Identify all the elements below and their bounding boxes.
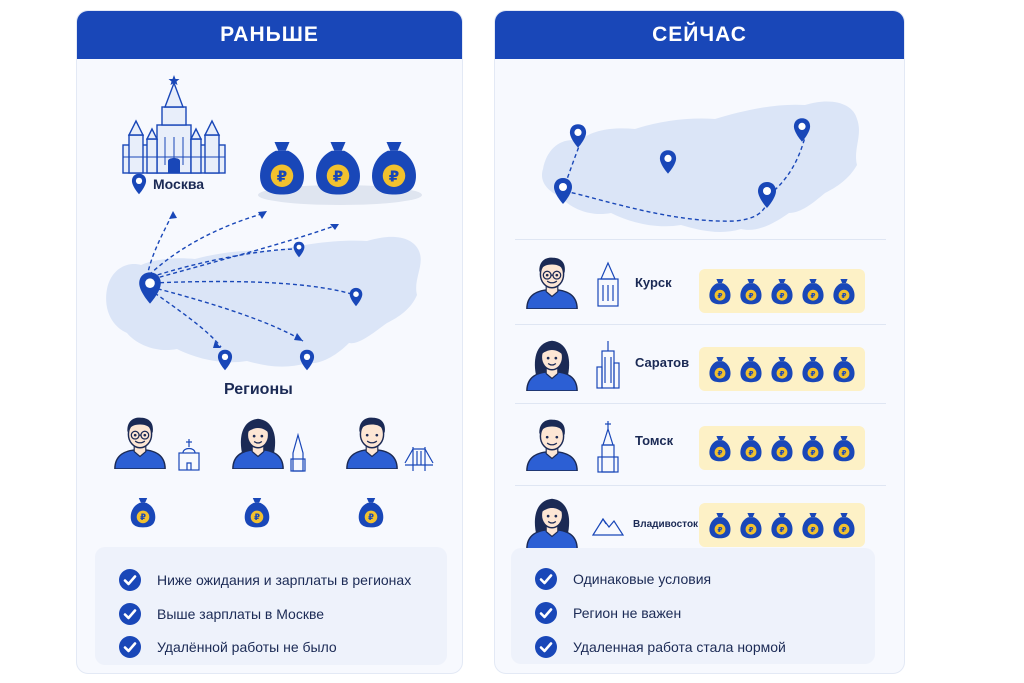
money-bag-icon	[130, 498, 156, 528]
mountains-icon	[591, 517, 625, 536]
money-bag-icon	[802, 279, 824, 305]
money-bag-icon	[740, 357, 762, 383]
check-item: Выше зарплаты в Москве	[119, 603, 324, 625]
before-panel: РАНЬШЕ Москва	[76, 10, 463, 674]
person-icon	[523, 413, 581, 471]
kremlin-icon	[122, 75, 226, 174]
money-bag-icon	[740, 436, 762, 462]
money-bag-icon	[740, 513, 762, 539]
check-icon	[119, 636, 141, 658]
money-strip	[699, 503, 865, 547]
check-item: Ниже ожидания и зарплаты в регионах	[119, 569, 411, 591]
russia-map-arrows	[106, 211, 421, 371]
now-header: СЕЙЧАС	[495, 11, 904, 59]
money-bag-icon	[709, 357, 731, 383]
money-strip	[699, 269, 865, 313]
row-city-kursk: Курск	[635, 275, 672, 290]
person-icon	[343, 411, 401, 469]
before-header: РАНЬШЕ	[77, 11, 462, 59]
money-strip	[699, 347, 865, 391]
building-icon	[597, 261, 619, 307]
money-bag-icon	[709, 279, 731, 305]
money-bag-icon	[802, 513, 824, 539]
tower-icon	[290, 432, 306, 472]
church-icon	[178, 439, 200, 471]
money-bag-icon	[802, 357, 824, 383]
check-icon	[535, 636, 557, 658]
check-item: Одинаковые условия	[535, 568, 711, 590]
money-bag-icon	[709, 436, 731, 462]
church-tower-icon	[597, 421, 619, 473]
bridge-icon	[404, 447, 434, 471]
now-panel: СЕЙЧАС Курск	[494, 10, 905, 674]
check-item: Удаленная работа стала нормой	[535, 636, 786, 658]
check-icon	[535, 602, 557, 624]
row-city-saratov: Саратов	[635, 355, 690, 370]
money-bag-icon	[771, 436, 793, 462]
row-city-tomsk: Томск	[635, 433, 674, 448]
regions-title: Регионы	[224, 381, 293, 398]
check-item: Регион не важен	[535, 602, 681, 624]
money-bag-icon	[833, 279, 855, 305]
money-bag-icon	[358, 498, 384, 528]
money-strip	[699, 426, 865, 470]
check-icon	[535, 568, 557, 590]
check-icon	[119, 569, 141, 591]
money-bag-icon	[740, 279, 762, 305]
money-bags-group	[258, 142, 422, 205]
row-city-vladivostok: Владивосток	[633, 519, 699, 530]
map-pin-icon	[131, 173, 147, 195]
money-bag-icon	[771, 279, 793, 305]
check-item: Удалённой работы не было	[119, 636, 337, 658]
person-icon	[523, 333, 581, 391]
person-icon	[229, 411, 287, 469]
money-bag-icon	[802, 436, 824, 462]
money-bag-icon	[771, 357, 793, 383]
money-bag-icon	[833, 513, 855, 539]
check-icon	[119, 603, 141, 625]
person-icon	[111, 411, 169, 469]
skyscraper-icon	[596, 341, 620, 389]
money-bag-icon	[833, 436, 855, 462]
now-checklist: Одинаковые условия Регион не важен Удале…	[511, 548, 875, 664]
money-bag-icon	[771, 513, 793, 539]
person-icon	[523, 251, 581, 309]
money-bag-icon	[709, 513, 731, 539]
money-bag-icon	[244, 498, 270, 528]
russia-map-connected	[541, 101, 859, 232]
person-icon	[523, 491, 581, 549]
money-bag-icon	[833, 357, 855, 383]
before-checklist: Ниже ожидания и зарплаты в регионах Выше…	[95, 547, 447, 665]
moscow-label: Москва	[153, 176, 205, 192]
